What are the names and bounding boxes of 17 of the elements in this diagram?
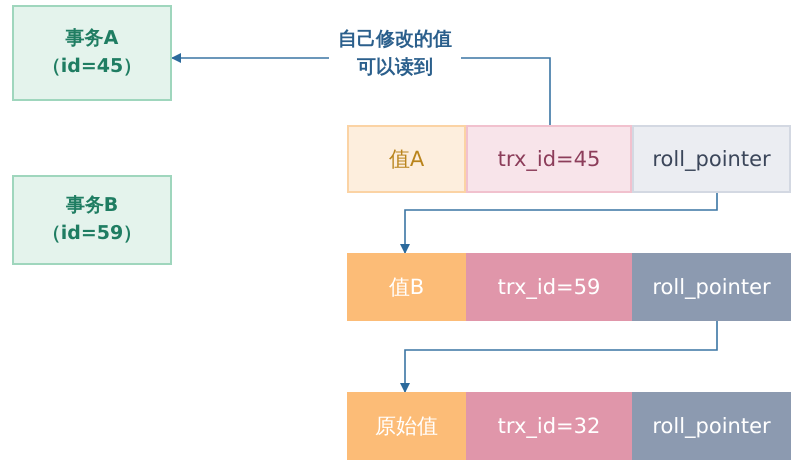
record-field-cell: 值B bbox=[347, 253, 466, 321]
record-field-cell: trx_id=32 bbox=[466, 392, 632, 460]
connector-arrow bbox=[400, 193, 718, 254]
record-field-cell: trx_id=45 bbox=[466, 125, 632, 193]
record-field-cell: 原始值 bbox=[347, 392, 466, 460]
connector-arrow bbox=[400, 321, 718, 393]
record-field-cell: roll_pointer bbox=[632, 253, 791, 321]
record-field-cell: trx_id=59 bbox=[466, 253, 632, 321]
transaction-box bbox=[12, 175, 172, 265]
transaction-box bbox=[12, 5, 172, 101]
transaction-text: 事务A bbox=[66, 26, 118, 52]
record-field-cell: 值A bbox=[347, 125, 466, 193]
transaction-text: 事务B bbox=[66, 193, 118, 218]
record-field-cell: roll_pointer bbox=[632, 125, 791, 193]
transaction-text: （id=59） bbox=[42, 221, 142, 246]
transaction-text: （id=45） bbox=[42, 54, 142, 79]
record-field-cell: roll_pointer bbox=[632, 392, 791, 460]
